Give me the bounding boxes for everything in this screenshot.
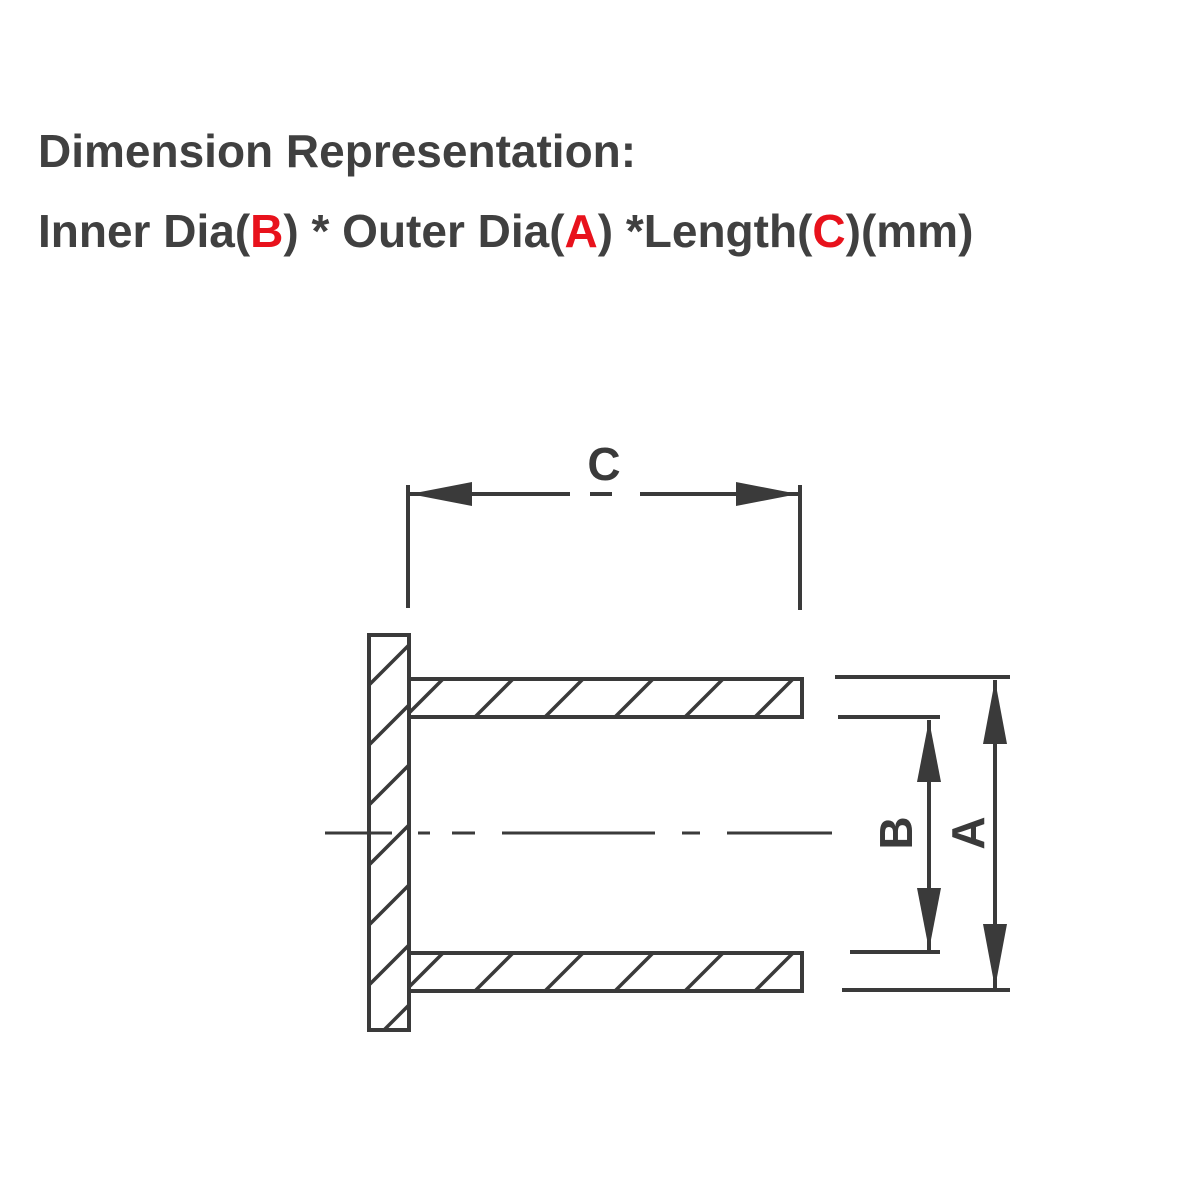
outer-dia-prefix: ) * Outer Dia( [283, 205, 565, 257]
inner-dia-label: B [870, 816, 922, 849]
length-prefix: ) *Length( [597, 205, 813, 257]
inner-dia-extensions [838, 715, 940, 954]
length-dimension [406, 482, 802, 610]
length-label: C [587, 438, 620, 490]
outer-dia-letter: A [564, 205, 598, 257]
outer-dia-extensions [835, 675, 1010, 992]
unit-suffix: )(mm) [845, 205, 974, 257]
inner-dia-arrow-bottom [917, 888, 941, 950]
length-arrow-left [410, 482, 472, 506]
bushing-top-wall [407, 677, 804, 719]
bushing-flange [367, 633, 411, 1032]
inner-dia-dimension [917, 720, 941, 950]
length-letter: C [812, 205, 846, 257]
inner-dia-prefix: Inner Dia( [38, 205, 251, 257]
outer-dia-dimension [983, 680, 1007, 988]
outer-dia-arrow-bottom [983, 924, 1007, 988]
bushing-bottom-wall [407, 951, 804, 993]
title-line-1: Dimension Representation: [38, 125, 637, 177]
inner-dia-arrow-top [917, 720, 941, 782]
outer-dia-label: A [942, 816, 994, 849]
inner-dia-letter: B [250, 205, 284, 257]
length-arrow-right [736, 482, 798, 506]
title-line-2: Inner Dia(B) * Outer Dia(A) *Length(C)(m… [38, 204, 973, 258]
outer-dia-arrow-top [983, 680, 1007, 744]
